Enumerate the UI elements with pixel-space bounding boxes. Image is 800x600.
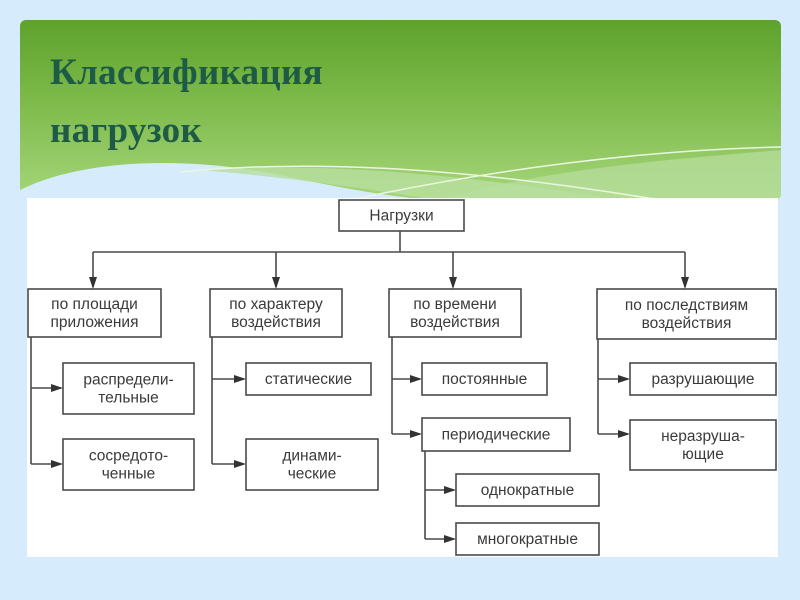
node-box: [629, 362, 777, 396]
node-label: по времени: [413, 296, 496, 313]
node-single: однократные: [455, 473, 600, 507]
node-label: периодические: [442, 427, 551, 444]
node-concentrated: сосредото-ченные: [62, 438, 195, 491]
node-distributed: распредели-тельные: [62, 362, 195, 415]
arrow-down-icon: [449, 277, 457, 289]
node-label: по последствиям: [625, 297, 748, 314]
node-label: динами-: [282, 448, 341, 465]
arrow-right-icon: [51, 384, 63, 392]
node-permanent: постоянные: [421, 362, 548, 396]
node-box: [62, 362, 195, 415]
arrow-right-icon: [618, 430, 630, 438]
arrow-right-icon: [410, 375, 422, 383]
arrow-right-icon: [234, 375, 246, 383]
arrow-right-icon: [51, 460, 63, 468]
node-root: Нагрузки: [338, 199, 465, 232]
slide-title: Классификация нагрузок: [50, 52, 323, 151]
node-label: по площади: [51, 296, 138, 313]
arrow-down-icon: [89, 277, 97, 289]
node-label: статические: [265, 371, 352, 388]
node-label: разрушающие: [651, 371, 754, 388]
node-box: [421, 362, 548, 396]
node-label: ченные: [102, 466, 156, 483]
node-label: распредели-: [83, 372, 173, 389]
node-label: приложения: [51, 314, 139, 331]
arrow-right-icon: [410, 430, 422, 438]
header-wave-decoration: [20, 146, 781, 200]
node-box: [245, 362, 372, 396]
node-box: [388, 288, 522, 338]
node-multiple: многократные: [455, 522, 600, 556]
node-destructive: разрушающие: [629, 362, 777, 396]
node-periodic: периодические: [421, 417, 571, 452]
node-non-destructive: неразруша-ющие: [629, 419, 777, 471]
node-box: [455, 473, 600, 507]
arrow-right-icon: [234, 460, 246, 468]
node-box: [27, 288, 162, 338]
node-box: [338, 199, 465, 232]
node-label: тельные: [98, 390, 158, 407]
node-label: сосредото-: [89, 448, 168, 465]
arrow-right-icon: [444, 535, 456, 543]
node-label: ческие: [288, 466, 337, 483]
node-label: по характеру: [229, 296, 323, 313]
arrow-down-icon: [681, 277, 689, 289]
node-box: [596, 288, 777, 340]
node-label: ющие: [682, 446, 724, 463]
node-label: Нагрузки: [369, 208, 433, 225]
arrow-right-icon: [444, 486, 456, 494]
node-label: воздействия: [410, 314, 500, 331]
node-box: [421, 417, 571, 452]
node-box: [629, 419, 777, 471]
node-box: [209, 288, 343, 338]
arrow-down-icon: [272, 277, 280, 289]
node-label: многократные: [477, 531, 578, 548]
node-box: [62, 438, 195, 491]
node-label: постоянные: [442, 371, 528, 388]
node-box: [455, 522, 600, 556]
node-box: [245, 438, 379, 491]
arrow-right-icon: [618, 375, 630, 383]
node-label: однократные: [481, 482, 575, 499]
node-label: неразруша-: [661, 428, 745, 445]
node-dynamic: динами-ческие: [245, 438, 379, 491]
node-label: воздействия: [642, 315, 732, 332]
node-label: воздействия: [231, 314, 321, 331]
slide-header: Классификация нагрузок: [20, 20, 781, 200]
node-static: статические: [245, 362, 372, 396]
